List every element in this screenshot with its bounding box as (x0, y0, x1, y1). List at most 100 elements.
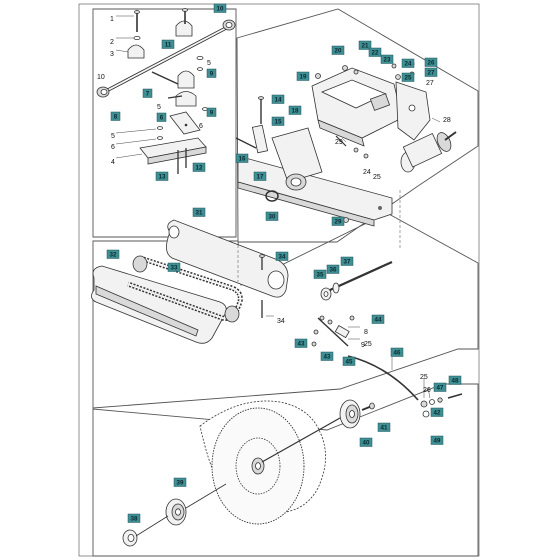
callout-number: 18 (292, 108, 299, 115)
callout-number: 2 (110, 39, 114, 46)
callout-34: 34 (275, 251, 289, 261)
callout-9: 9 (361, 342, 365, 349)
callout-23: 23 (380, 54, 394, 64)
callout-number: 9 (361, 342, 365, 349)
callout-number: 6 (111, 144, 115, 151)
callout-9: 9 (206, 107, 217, 117)
callout-number: 29 (335, 219, 342, 226)
callout-number: 11 (165, 42, 172, 49)
callout-33: 33 (167, 262, 181, 272)
callout-number: 21 (362, 43, 369, 50)
shaft-37 (329, 260, 393, 292)
callout-49: 49 (430, 435, 444, 445)
callout-number: 24 (405, 61, 412, 68)
callout-number: 28 (443, 117, 451, 124)
callout-5: 5 (157, 104, 161, 111)
callout-25: 25 (364, 341, 372, 348)
callout-27: 27 (426, 80, 434, 87)
callout-26: 26 (424, 57, 438, 67)
callout-15: 15 (271, 116, 285, 126)
callout-34: 34 (277, 318, 285, 325)
callout-number: 30 (269, 214, 276, 221)
callout-9: 9 (206, 68, 217, 78)
flange-40 (339, 399, 361, 429)
callout-number: 22 (372, 50, 379, 57)
callout-number: 39 (177, 480, 184, 487)
track-frame-31 (166, 219, 289, 298)
cable-46 (347, 355, 419, 401)
bushing-38 (122, 529, 138, 547)
callout-number: 32 (110, 252, 117, 259)
callout-number: 35 (317, 272, 324, 279)
callout-31: 31 (192, 207, 206, 217)
callout-29: 29 (335, 139, 343, 146)
callout-35: 35 (313, 269, 327, 279)
drive-shaft-28 (400, 131, 457, 173)
rear-bracket-assembly (96, 8, 236, 174)
callout-number: 36 (330, 267, 337, 274)
clamp-upper-left (127, 44, 145, 59)
callout-number: 45 (346, 359, 353, 366)
callout-number: 41 (381, 425, 388, 432)
callout-number: 33 (171, 265, 178, 272)
callout-number: 12 (196, 165, 203, 172)
callout-number: 9 (210, 71, 214, 78)
callout-32: 32 (106, 249, 120, 259)
track-belt-32 (91, 265, 227, 344)
callout-37: 37 (340, 256, 354, 266)
callout-44: 44 (371, 314, 385, 324)
callout-28: 28 (443, 117, 451, 124)
callout-number: 17 (257, 174, 264, 181)
callout-40: 40 (359, 437, 373, 447)
callout-number: 38 (131, 516, 138, 523)
callout-18: 18 (288, 105, 302, 115)
callout-number: 23 (384, 57, 391, 64)
callout-number: 26 (423, 387, 431, 394)
callout-number: 8 (364, 329, 368, 336)
callout-25: 25 (401, 72, 415, 82)
callout-22: 22 (368, 47, 382, 57)
callout-number: 34 (277, 318, 285, 325)
callout-29: 29 (331, 216, 345, 226)
callout-number: 31 (196, 210, 203, 217)
rail-bracket (237, 155, 393, 221)
callout-number: 14 (275, 97, 282, 104)
callout-number: 6 (160, 115, 164, 122)
callout-number: 4 (111, 159, 115, 166)
callout-number: 48 (452, 378, 459, 385)
callout-4: 4 (111, 159, 115, 166)
callout-43: 43 (294, 338, 308, 348)
callout-2: 2 (110, 39, 114, 46)
callout-number: 47 (437, 385, 444, 392)
callout-19: 19 (296, 71, 310, 81)
callout-number: 29 (335, 139, 343, 146)
callout-6: 6 (199, 123, 203, 130)
callout-number: 8 (114, 114, 118, 121)
callout-47: 47 (433, 382, 447, 392)
cylinder-block-18 (271, 127, 323, 191)
panel-upper-right (236, 8, 479, 243)
inner-flange-39 (165, 498, 187, 526)
callout-number: 5 (111, 133, 115, 140)
callout-number: 44 (375, 317, 382, 324)
callout-48: 48 (448, 375, 462, 385)
callout-38: 38 (127, 513, 141, 523)
callout-number: 16 (239, 156, 246, 163)
callout-number: 27 (426, 80, 434, 87)
panel-lower (92, 383, 479, 557)
o-ring-30 (265, 190, 279, 202)
callout-6: 6 (156, 112, 167, 122)
callout-20: 20 (331, 45, 345, 55)
track-assembly (91, 219, 419, 401)
callout-number: 26 (428, 60, 435, 67)
callout-45: 45 (342, 356, 356, 366)
callout-number: 24 (363, 169, 371, 176)
callout-24: 24 (363, 169, 371, 176)
callout-number: 43 (324, 354, 331, 361)
callout-number: 40 (363, 440, 370, 447)
callout-5: 5 (207, 60, 211, 67)
callout-5: 5 (111, 133, 115, 140)
callout-number: 7 (146, 91, 150, 98)
